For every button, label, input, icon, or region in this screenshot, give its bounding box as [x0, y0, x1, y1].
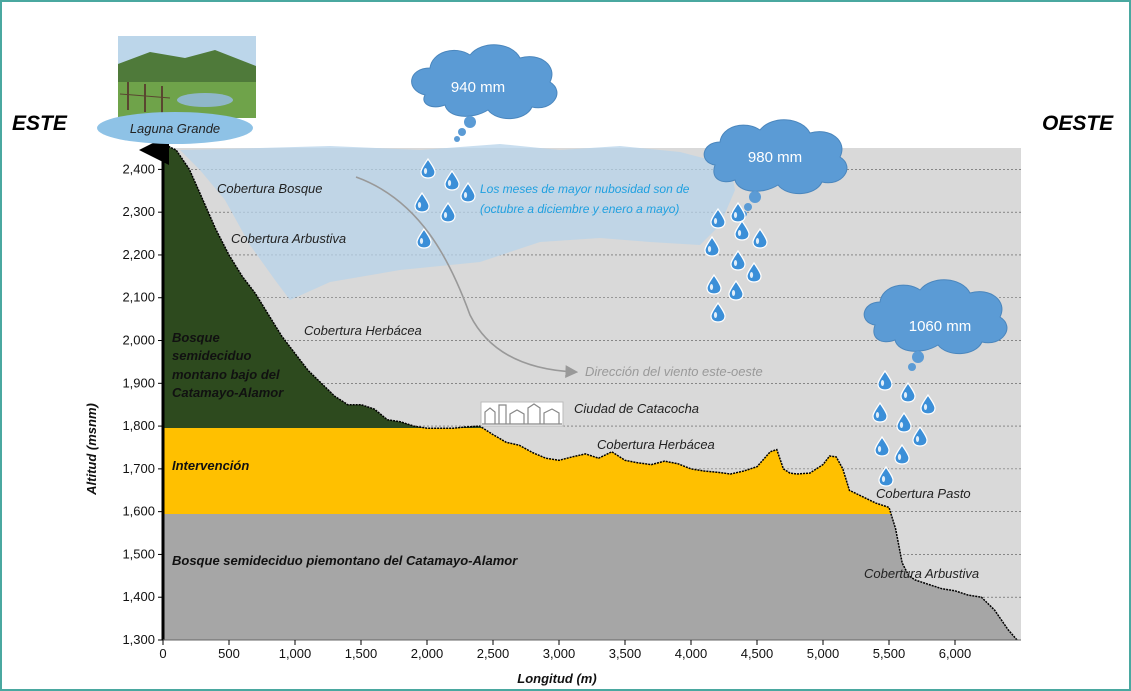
- raindrop-icon: [912, 425, 928, 447]
- y-axis-label: Altitud (msnm): [84, 403, 99, 496]
- city-icon: [480, 401, 564, 427]
- laguna-grande-photo: [118, 36, 256, 118]
- profile-line: [162, 143, 1018, 641]
- x-tick-label: 4,500: [741, 646, 774, 661]
- y-tick-label: 2,400: [122, 161, 155, 176]
- rain-cloud-1: 940 mm: [411, 44, 558, 142]
- rain-cloud-3-label: 1060 mm: [909, 318, 972, 335]
- raindrop-icon: [900, 381, 916, 403]
- x-tick-label: 4,000: [675, 646, 708, 661]
- zone-bosque-line2: semideciduo: [172, 348, 252, 363]
- raindrop-icon: [877, 369, 893, 391]
- raindrop-icon: [460, 181, 476, 203]
- raindrop-icon: [894, 443, 910, 465]
- raindrop-icon: [734, 219, 750, 241]
- raindrop-icon: [710, 207, 726, 229]
- zone-bosque-line3: montano bajo del: [172, 367, 280, 382]
- label-cobertura-pasto: Cobertura Pasto: [876, 486, 971, 501]
- y-tick-label: 2,300: [122, 204, 155, 219]
- raindrop-icon: [874, 435, 890, 457]
- x-axis-label: Longitud (m): [517, 671, 596, 686]
- y-tick-label: 2,100: [122, 290, 155, 305]
- raindrop-icon: [730, 201, 746, 223]
- rain-cloud-2: 980 mm: [703, 119, 848, 217]
- laguna-label: Laguna Grande: [130, 121, 220, 136]
- zone-piedmont-area: [163, 514, 1017, 640]
- label-cobertura-bosque: Cobertura Bosque: [217, 181, 323, 196]
- y-tick-label: 1,600: [122, 504, 155, 519]
- raindrop-icon: [728, 279, 744, 301]
- zone-piemontano: Bosque semideciduo piemontano del Catama…: [172, 553, 518, 568]
- rain-cloud-1-label: 940 mm: [451, 79, 505, 96]
- x-tick-label: 1,000: [279, 646, 312, 661]
- y-tick-label: 1,900: [122, 375, 155, 390]
- raindrop-icon: [706, 273, 722, 295]
- x-tick-label: 500: [218, 646, 240, 661]
- zone-bosque-line4: Catamayo-Alamor: [172, 385, 284, 400]
- raindrop-icon: [872, 401, 888, 423]
- x-tick-label: 2,000: [411, 646, 444, 661]
- y-tick-label: 1,500: [122, 546, 155, 561]
- label-cobertura-herbacea-top: Cobertura Herbácea: [304, 323, 422, 338]
- raindrop-icon: [416, 227, 432, 249]
- x-tick-label: 2,500: [477, 646, 510, 661]
- raindrop-icon: [896, 411, 912, 433]
- raindrop-icon: [878, 465, 894, 487]
- rain-cloud-3: 1060 mm: [863, 279, 1008, 371]
- laguna-lake-shape: [97, 112, 253, 144]
- label-cobertura-arbustiva-top: Cobertura Arbustiva: [231, 231, 346, 246]
- zone-forest-area: [163, 143, 483, 428]
- y-tick-label: 2,200: [122, 247, 155, 262]
- label-nubosidad-line1: Los meses de mayor nubosidad son de: [480, 182, 690, 196]
- x-tick-label: 1,500: [345, 646, 378, 661]
- y-tick-label: 2,000: [122, 333, 155, 348]
- raindrop-icon: [414, 191, 430, 213]
- x-tick-label: 6,000: [939, 646, 972, 661]
- este-label: ESTE: [12, 112, 68, 135]
- label-nubosidad-line2: (octubre a diciembre y enero a mayo): [480, 202, 679, 216]
- y-axis-ticks: 1,300 1,400 1,500 1,600 1,700 1,800 1,900 2,000…: [122, 161, 163, 647]
- x-tick-label: 3,500: [609, 646, 642, 661]
- raindrop-icon: [704, 235, 720, 257]
- raindrop-icon: [420, 157, 436, 179]
- raindrop-icon: [440, 201, 456, 223]
- label-cobertura-herbacea-mid: Cobertura Herbácea: [597, 437, 715, 452]
- x-tick-label: 3,000: [543, 646, 576, 661]
- raindrop-icon: [920, 393, 936, 415]
- zone-bosque-line1: Bosque: [172, 330, 220, 345]
- label-cobertura-arbustiva-low: Cobertura Arbustiva: [864, 566, 979, 581]
- label-ciudad: Ciudad de Catacocha: [574, 401, 699, 416]
- zone-intervention-area: [163, 428, 892, 514]
- y-tick-label: 1,700: [122, 461, 155, 476]
- x-tick-label: 5,500: [873, 646, 906, 661]
- terrain-zones: [163, 143, 1017, 640]
- raindrop-icon: [746, 261, 762, 283]
- raindrop-icon: [710, 301, 726, 323]
- x-axis-ticks: 0 500 1,000 1,500 2,000 2,500 3,000 3,500 4,000 4…: [159, 640, 971, 661]
- mist-band: [180, 144, 735, 300]
- oeste-label: OESTE: [1042, 112, 1114, 135]
- rain-cloud-2-label: 980 mm: [748, 149, 802, 166]
- y-tick-label: 1,800: [122, 418, 155, 433]
- raindrop-icon: [444, 169, 460, 191]
- raindrop-icon: [752, 227, 768, 249]
- x-tick-label: 0: [159, 646, 166, 661]
- label-viento: Dirección del viento este-oeste: [585, 364, 763, 379]
- y-tick-label: 1,400: [122, 589, 155, 604]
- zone-intervencion: Intervención: [172, 458, 249, 473]
- y-tick-label: 1,300: [122, 632, 155, 647]
- wind-direction-arrow: [355, 176, 579, 378]
- raindrop-icon: [730, 249, 746, 271]
- raindrops: [414, 157, 936, 487]
- x-tick-label: 5,000: [807, 646, 840, 661]
